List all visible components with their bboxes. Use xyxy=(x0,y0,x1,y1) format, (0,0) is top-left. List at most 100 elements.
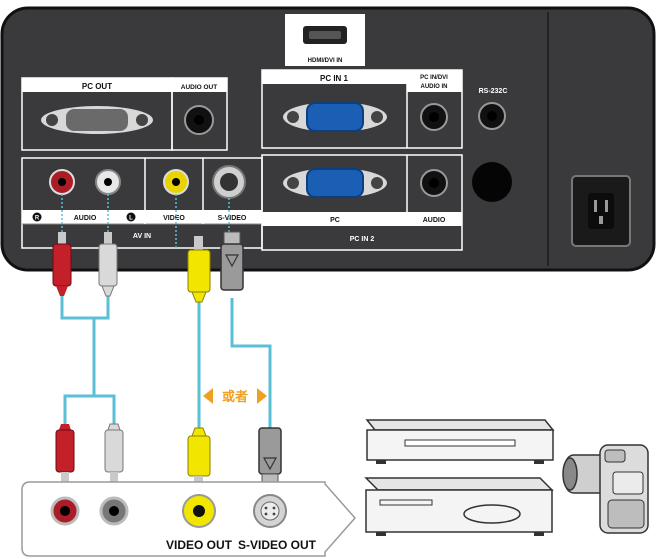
pc-in-1-header xyxy=(262,70,407,84)
s-video-jack-inner xyxy=(220,173,238,191)
s-video-out-label: S-VIDEO OUT xyxy=(238,538,317,552)
audio-l-label: L xyxy=(129,216,133,222)
vcr-slot xyxy=(379,499,433,506)
hdmi-label: HDMI/DVI IN xyxy=(308,58,343,64)
white-plug-bottom-body xyxy=(104,429,124,473)
s-video-plug-bottom-arrow xyxy=(262,457,278,471)
projector-rear-panel: HDMI/DVI IN PC OUT AUDIO OUT PC IN 1 xyxy=(0,6,656,272)
hdmi-port-inner xyxy=(309,31,341,39)
pc-in-audio-jack-hole xyxy=(429,112,439,122)
power-pin-right xyxy=(605,200,608,212)
white-plug-top-body xyxy=(98,243,118,287)
ir-sensor-icon xyxy=(472,162,512,202)
bottom-plugs xyxy=(55,423,282,488)
red-plug-top-strain xyxy=(56,286,68,296)
audio-out-jack-hole xyxy=(194,115,204,125)
vcr-foot-left xyxy=(376,532,386,536)
audio-r-label: R xyxy=(35,216,40,222)
vga-in-2-icon xyxy=(306,168,364,198)
camcorder-icon xyxy=(562,444,649,534)
camcorder-viewfinder xyxy=(604,449,626,463)
rs232c-group: RS-232C xyxy=(478,88,508,130)
dvd-player-icon xyxy=(365,419,555,464)
white-plug-bottom-strain xyxy=(107,423,121,431)
red-audio-plug-bottom xyxy=(55,424,75,484)
hdmi-port-group: HDMI/DVI IN xyxy=(285,14,365,66)
cable-audio-l xyxy=(92,292,116,428)
pc-out-header xyxy=(22,78,172,92)
cable-s-video xyxy=(230,298,272,428)
s-video-plug-bottom-body xyxy=(258,427,282,475)
red-audio-plug-top xyxy=(52,232,72,296)
vga-in-1-screw-left xyxy=(287,111,299,123)
or-indicator: 或者 xyxy=(203,388,267,405)
red-plug-top-body xyxy=(52,243,72,287)
out-video-jack-hole xyxy=(193,505,205,517)
s-video-plug-bottom xyxy=(258,427,282,485)
red-plug-bottom-body xyxy=(55,429,75,473)
vga-screw-right xyxy=(136,114,148,126)
audio-out-header xyxy=(172,78,227,92)
cable-audio-r xyxy=(60,292,96,428)
dvd-front xyxy=(366,429,554,461)
white-audio-plug-top xyxy=(98,232,118,297)
vcr-front xyxy=(365,489,553,533)
s-video-plug-top-tip xyxy=(223,231,241,245)
av-in-label: AV IN xyxy=(133,233,151,240)
audio-label: AUDIO xyxy=(74,215,97,222)
audio-out-group: AUDIO OUT xyxy=(171,77,228,151)
vcr-dial xyxy=(463,504,521,524)
pc-in-1-label: PC IN 1 xyxy=(320,74,349,83)
source-output-panel: VIDEO OUT S-VIDEO OUT xyxy=(21,481,357,557)
white-plug-top-tip xyxy=(104,232,112,246)
vcr-icon xyxy=(364,477,554,536)
yellow-plug-top-tip xyxy=(194,236,203,252)
pc-in-1-group: PC IN 1 PC IN/DVI AUDIO IN xyxy=(261,69,463,149)
audio-l-badge xyxy=(126,212,136,222)
pc-label: PC xyxy=(330,217,340,224)
rs232c-label: RS-232C xyxy=(479,88,508,95)
out-s-video-pins xyxy=(264,506,276,516)
pc-in-audio-header xyxy=(407,70,462,92)
panel-body xyxy=(0,6,656,272)
red-plug-bottom-strain xyxy=(59,424,71,430)
pc-in-audio-label-1: PC IN/DVI xyxy=(420,75,448,81)
vga-out-icon xyxy=(66,109,128,131)
pc-in-2-group: PC AUDIO PC IN 2 xyxy=(261,154,463,251)
yellow-plug-top-body xyxy=(187,249,211,293)
vga-in-2-screw-right xyxy=(371,177,383,189)
video-out-label: VIDEO OUT xyxy=(166,538,233,552)
pc-in-2-audio-jack-hole xyxy=(429,178,439,188)
out-audio-r-jack-hole xyxy=(60,506,70,516)
camcorder-lens xyxy=(562,457,578,491)
rs232c-jack-hole xyxy=(487,111,497,121)
audio-l-jack-hole xyxy=(104,178,112,186)
audio-r-badge xyxy=(32,212,42,222)
yellow-plug-top-strain xyxy=(191,291,207,303)
dvd-tray xyxy=(404,439,516,447)
camcorder-grip xyxy=(607,499,645,529)
top-plugs xyxy=(52,231,244,303)
out-audio-l-jack-hole xyxy=(109,506,119,516)
video-label: VIDEO xyxy=(163,215,185,222)
red-plug-top-tip xyxy=(58,232,66,246)
vcr-foot-right xyxy=(534,532,544,536)
or-label: 或者 xyxy=(222,389,248,405)
s-video-plug-top xyxy=(220,231,244,291)
or-arrow-right xyxy=(257,388,267,404)
pc-audio-label: AUDIO xyxy=(423,217,446,224)
pc-in-2-frame xyxy=(261,154,463,251)
white-audio-plug-bottom xyxy=(104,423,124,484)
vcr-top xyxy=(364,477,554,491)
dvd-top xyxy=(365,419,555,431)
av-in-sublabel-strip xyxy=(22,210,262,224)
pc-out-label: PC OUT xyxy=(82,82,112,91)
vga-screw-left xyxy=(46,114,58,126)
pc-out-group: PC OUT xyxy=(21,77,173,151)
cables xyxy=(60,292,272,432)
vga-in-1-screw-right xyxy=(371,111,383,123)
or-arrow-left xyxy=(203,388,213,404)
pc-in-2-sublabel-strip xyxy=(262,212,462,226)
white-plug-top-strain xyxy=(101,285,115,297)
